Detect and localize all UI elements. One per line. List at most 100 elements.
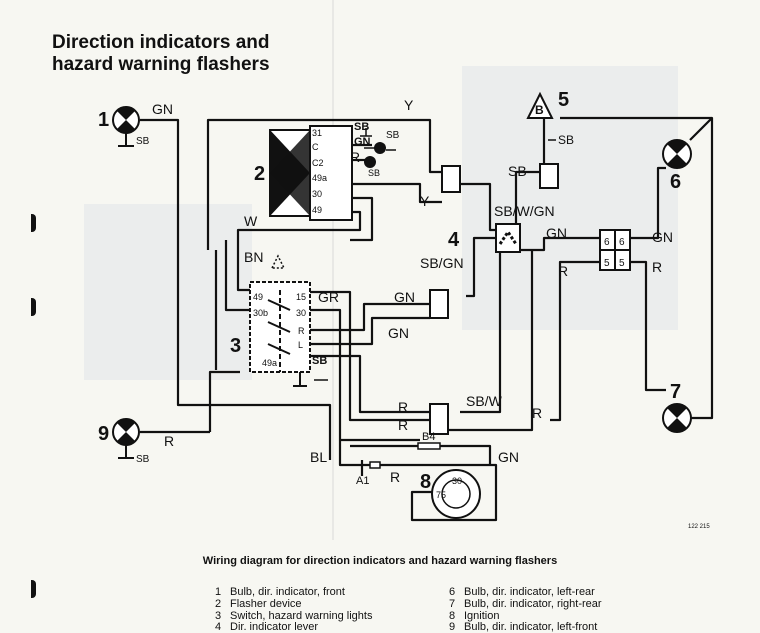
wire-l-switch [310, 316, 430, 346]
indicator-lever-4 [495, 223, 521, 253]
bulb-left-rear-6 [662, 139, 692, 169]
legend-text: Ignition [464, 610, 500, 622]
wire-label: GN [354, 136, 371, 148]
wire-label: GN [498, 449, 519, 465]
wire-label: BN [244, 249, 263, 265]
wire-label: GN [388, 325, 409, 341]
background-panel [84, 204, 252, 380]
wire-gn-6 [630, 166, 666, 240]
wire-y-top [206, 118, 442, 250]
legend-num: 3 [214, 610, 222, 622]
label-2: 2 [254, 163, 265, 185]
terminal-label: 30 [296, 308, 306, 318]
legend-num: 9 [448, 621, 456, 633]
pilot-bulbs [364, 142, 386, 168]
ignition-8 [431, 469, 481, 519]
wire-sbw [460, 250, 502, 414]
wire-labels: GN Y Y W BN GR GN GN SB/GN SB/W/GN SB SB… [136, 97, 673, 487]
flasher-device-2 [269, 125, 353, 221]
wire-w [236, 210, 362, 292]
legend-text: Bulb, dir. indicator, left-rear [464, 586, 595, 598]
connectors [429, 163, 631, 435]
terminal-label: 30 [312, 189, 322, 199]
terminal-label: 49a [312, 173, 327, 183]
legend-text: Bulb, dir. indicator, front [230, 586, 345, 598]
wires [140, 116, 714, 522]
wire-r-lower [310, 354, 430, 414]
wire-r-ign [376, 463, 498, 522]
wire-r-conn [558, 260, 600, 270]
wire-gn-bottom [440, 444, 492, 465]
wire-r-switch [310, 302, 430, 332]
wire-label: GN [394, 289, 415, 305]
legend-num: 8 [448, 610, 456, 622]
legend-item: 3 Switch, hazard warning lights [206, 610, 373, 622]
wire-label: SB [136, 454, 150, 465]
wire-label: W [244, 213, 258, 229]
wire-30-right [310, 308, 420, 442]
wire-sbwgn [514, 170, 540, 226]
label-6: 6 [670, 171, 681, 193]
label-7: 7 [670, 381, 681, 403]
wire-label: R [532, 405, 542, 421]
page-title-line1: Direction indicators and [52, 32, 270, 53]
connector-y [441, 165, 461, 193]
terminal-label: 6 [619, 237, 625, 248]
wire-bn [224, 240, 250, 312]
wire-label: GN [652, 229, 673, 245]
legend-item: 6 Bulb, dir. indicator, left-rear [440, 586, 595, 598]
wire-label: A1 [356, 475, 369, 487]
wire-label: R [390, 469, 400, 485]
connector-gn [429, 289, 449, 319]
wire-label: SB [368, 168, 380, 178]
wire-label: R [652, 259, 662, 275]
wire-label: R [398, 399, 408, 415]
wire-label: SB/W/GN [494, 203, 555, 219]
component-numbers: 1 2 3 4 5 6 7 8 9 B [98, 89, 681, 493]
terminal-label: 15 [296, 292, 306, 302]
connector-r [429, 403, 449, 435]
terminal-label: 6 [604, 237, 610, 248]
wire-r-right [448, 250, 534, 432]
wire-rear-loop [689, 116, 714, 420]
wire-label: R [350, 149, 360, 165]
fuse-a1 [369, 461, 381, 469]
label-1: 1 [98, 109, 109, 131]
label-5-letter: B [535, 103, 544, 117]
ground-symbols [314, 128, 556, 381]
terminal-label: 30b [253, 308, 268, 318]
terminal-label: 5 [619, 258, 625, 269]
legend-item: 9 Bulb, dir. indicator, left-front [440, 621, 597, 633]
wire-r-9b [208, 370, 240, 432]
terminal-label: C2 [312, 158, 324, 168]
wire-label: GN [546, 225, 567, 241]
wire-label: GN [152, 101, 173, 117]
figure-caption: Wiring diagram for direction indicators … [202, 555, 558, 567]
wire-label: SB [136, 136, 150, 147]
wire-label: BL [310, 449, 327, 465]
legend-text: Bulb, dir. indicator, left-front [464, 621, 598, 633]
wire-label: R [164, 433, 174, 449]
wire-label: SB [354, 121, 369, 133]
terminal-label: 31 [312, 128, 322, 138]
legend-text: Switch, hazard warning lights [230, 610, 373, 622]
bulb-front-1 [112, 106, 140, 147]
terminal-label: 49 [253, 292, 263, 302]
legend-num: 2 [214, 598, 222, 610]
legend-num: 6 [448, 586, 456, 598]
bulb-right-rear-7 [662, 403, 692, 433]
wire-30 [350, 196, 374, 242]
terminal-label: 75 [436, 490, 446, 500]
margin-mark [31, 298, 36, 316]
wire-gn-front [140, 118, 332, 460]
wire-r-7 [630, 260, 666, 392]
wire-label: SB [312, 355, 327, 367]
warning-lamp-5 [526, 91, 554, 119]
terminal-label: 49a [262, 358, 277, 368]
fuse-b4 [417, 442, 441, 450]
label-5: 5 [558, 89, 569, 111]
